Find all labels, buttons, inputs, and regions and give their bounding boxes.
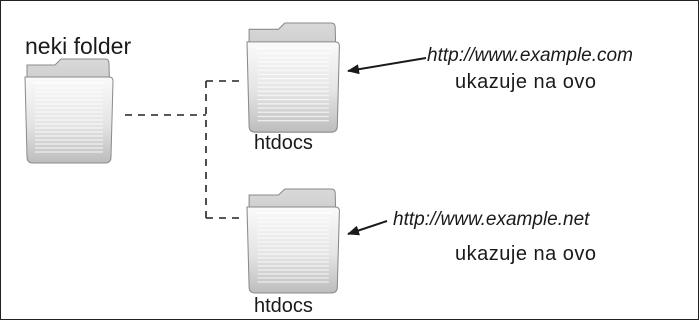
connector-lines	[125, 80, 243, 219]
url-label-1: http://www.example.com	[427, 45, 633, 66]
arrow-to-htdocs-1	[347, 57, 427, 75]
folder-icon	[246, 22, 341, 133]
url-label-2: http://www.example.net	[393, 209, 590, 230]
root-folder-label: neki folder	[25, 33, 132, 59]
folder-icon	[246, 188, 341, 294]
pointer-arrows	[347, 57, 427, 236]
htdocs-label-1: htdocs	[254, 132, 313, 154]
arrow-to-htdocs-2	[347, 220, 388, 236]
note-label-2: ukazuje na ovo	[455, 243, 597, 265]
htdocs-label-2: htdocs	[254, 295, 313, 317]
folder-icon	[24, 58, 114, 164]
note-label-1: ukazuje na ovo	[455, 71, 597, 93]
